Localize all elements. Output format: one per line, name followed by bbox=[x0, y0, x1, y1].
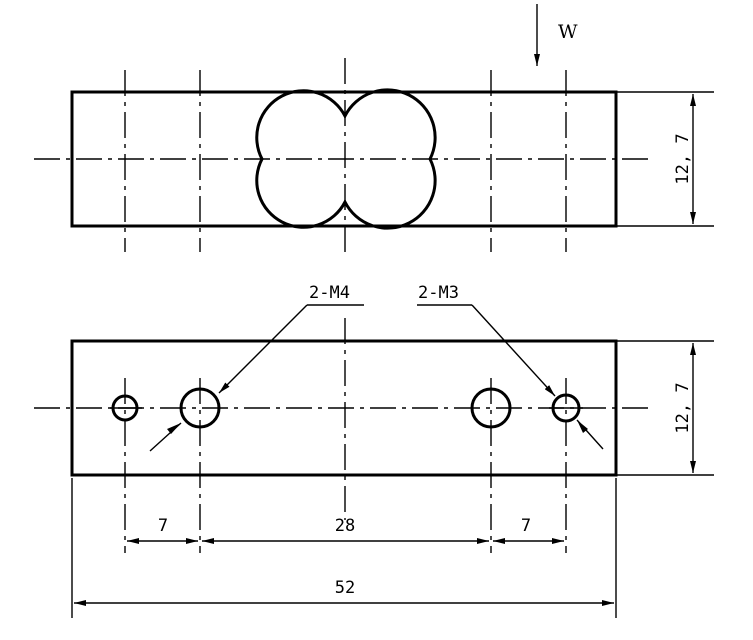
dim-overall-length: 52 bbox=[335, 578, 355, 598]
front-view-height-dim: 12, 7 bbox=[673, 382, 693, 433]
load-label: W bbox=[558, 21, 578, 43]
dim-center-spacing: 28 bbox=[335, 516, 355, 536]
top-view-height-dim: 12, 7 bbox=[673, 133, 693, 184]
callout-m4-label: 2-M4 bbox=[309, 283, 350, 303]
callout-m3-arrow-lower bbox=[577, 420, 588, 433]
front-view: 12, 7 2-M4 2-M3 7 28 7 52 bbox=[34, 283, 714, 618]
top-view: 12, 7 bbox=[34, 58, 714, 252]
callout-m3-leader bbox=[471, 304, 556, 397]
double-lobe-opening bbox=[255, 88, 437, 230]
dim-left-spacing: 7 bbox=[158, 516, 168, 536]
dim-right-spacing: 7 bbox=[521, 516, 531, 536]
callout-m4-leader bbox=[218, 304, 308, 394]
load-indicator: W bbox=[534, 4, 578, 66]
callout-m4-arrow-lower bbox=[167, 423, 181, 434]
callout-m3-label: 2-M3 bbox=[418, 283, 459, 303]
